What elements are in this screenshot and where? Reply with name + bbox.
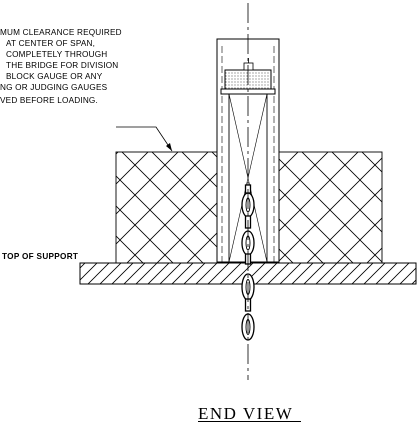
note-line-7: VED BEFORE LOADING. <box>0 96 98 105</box>
note-line-1: MUM CLEARANCE REQUIRED <box>0 28 122 37</box>
end-view-title: END VIEW <box>198 404 293 423</box>
note-line-5: BLOCK GAUGE OR ANY <box>6 72 103 81</box>
note-line-3: COMPLETELY THROUGH <box>6 50 107 59</box>
note-line-6: NG OR JUDGING GAUGES <box>0 83 108 92</box>
note-line-2: AT CENTER OF SPAN, <box>6 39 95 48</box>
block-right <box>278 151 383 264</box>
note-line-4: THE BRIDGE FOR DIVISION <box>6 61 118 70</box>
leader-line <box>116 126 173 152</box>
clearance-note: MUM CLEARANCE REQUIRED AT CENTER OF SPAN… <box>0 28 122 105</box>
block-left <box>115 151 218 264</box>
top-of-support-label: TOP OF SUPPORT <box>2 252 78 261</box>
